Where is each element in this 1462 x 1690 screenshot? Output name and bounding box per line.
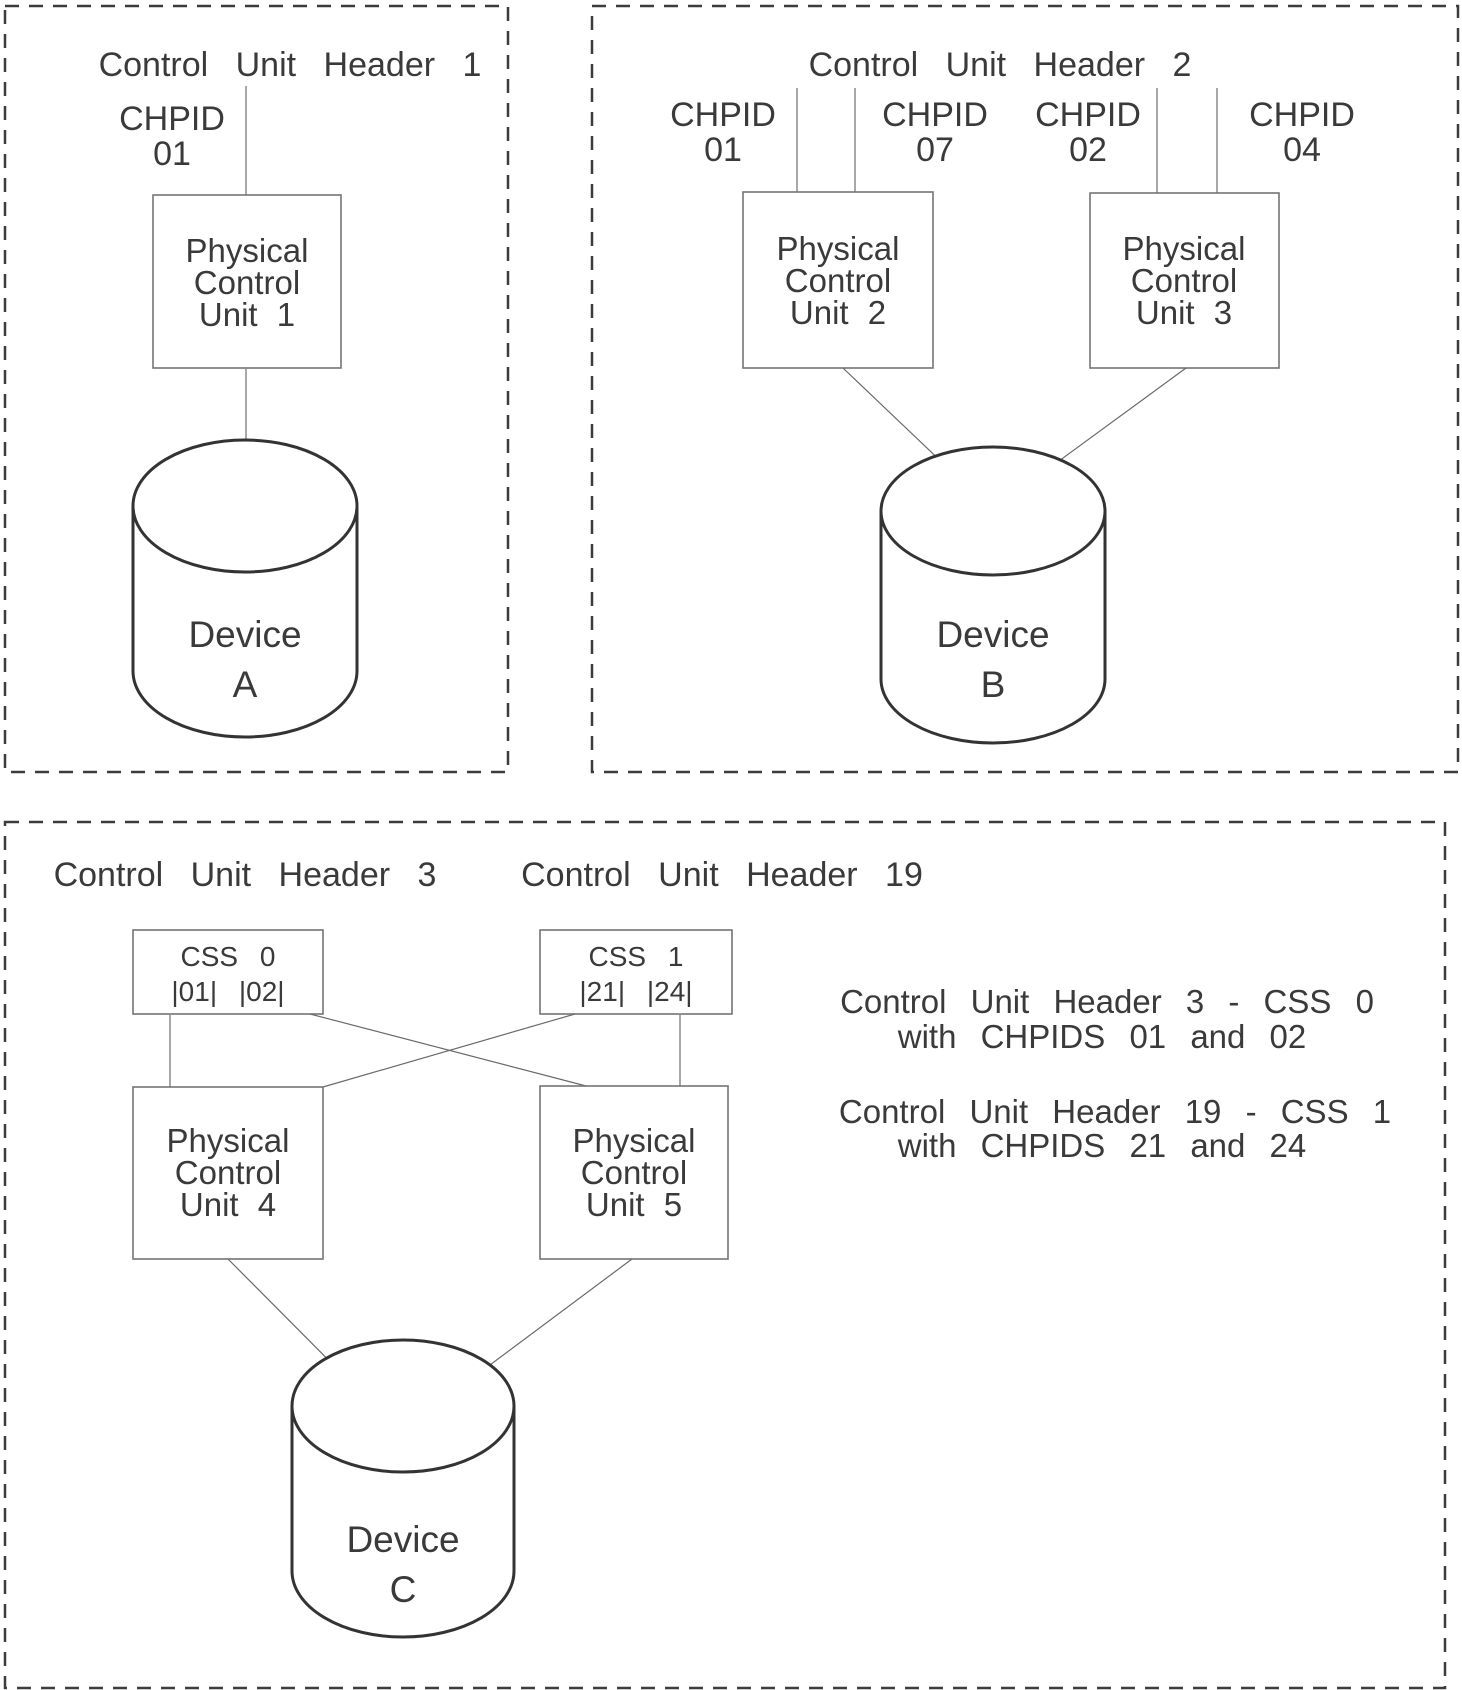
pcu2-text-line2: Control (785, 262, 891, 299)
pcu4-text-line1: Physical (167, 1122, 290, 1159)
pcu3-text-line1: Physical (1123, 230, 1246, 267)
note-css0-line1: Control Unit Header 3 - CSS 0 (840, 983, 1374, 1020)
css1-box (539, 929, 733, 1015)
pcu2-text-line3: Unit 2 (790, 294, 886, 331)
css1-to-pcu4-line (322, 1013, 576, 1088)
device-b-cylinder (879, 445, 1107, 745)
pcu5-box (539, 1085, 729, 1260)
device-a-label-line2: A (233, 664, 258, 705)
pcu4-box (132, 1086, 324, 1260)
panel2-chpid2-value: 07 (916, 131, 954, 169)
css0-chpids: |01| |02| (171, 976, 284, 1007)
device-b-body (879, 511, 1107, 745)
css1-label: CSS 1 (589, 941, 684, 972)
panel2-chpid3-value: 02 (1069, 131, 1107, 169)
device-b-label-line2: B (981, 664, 1006, 705)
device-c-label-line1: Device (346, 1519, 459, 1560)
device-b-label-line1: Device (936, 614, 1049, 655)
css0-box (132, 929, 324, 1015)
pcu3-text-line3: Unit 3 (1136, 294, 1232, 331)
panel2-chpid4-value: 04 (1283, 131, 1321, 169)
pcu3-box (1089, 192, 1280, 369)
device-b-top (879, 445, 1107, 577)
panel3-dashed-border (3, 820, 1447, 1690)
pcu2-box (742, 191, 934, 369)
pcu1-text-line2: Control (194, 264, 300, 301)
panel3-title-header19: Control Unit Header 19 (521, 856, 923, 894)
pcu1-text-line3: Unit 1 (199, 296, 295, 333)
pcu3-text-line2: Control (1131, 262, 1237, 299)
panel1-chpid-label: CHPID (119, 100, 225, 138)
css1-chpids: |21| |24| (579, 976, 692, 1007)
panel2-dashed-border (590, 4, 1460, 774)
panel2-chpid1-value: 01 (704, 131, 742, 169)
device-c-top (290, 1338, 516, 1474)
pcu1-text-line1: Physical (186, 232, 309, 269)
panel1-dashed-border (3, 4, 510, 774)
pcu5-text-line3: Unit 5 (586, 1186, 682, 1223)
device-c-label-line2: C (390, 1569, 417, 1610)
css0-label: CSS 0 (181, 941, 276, 972)
panel1-title: Control Unit Header 1 (99, 46, 482, 84)
panel2-chpid3-label: CHPID (1035, 96, 1141, 134)
panel3-title-header3: Control Unit Header 3 (54, 856, 437, 894)
pcu4-text-line2: Control (175, 1154, 281, 1191)
device-a-cylinder (131, 438, 359, 739)
pcu5-text-line1: Physical (573, 1122, 696, 1159)
panel2-chpid4-label: CHPID (1249, 96, 1355, 134)
pcu2-text-line1: Physical (777, 230, 900, 267)
pcu1-box (152, 194, 342, 369)
note-css0-line2: with CHPIDS 01 and 02 (897, 1018, 1307, 1055)
panel1-chpid-value: 01 (153, 135, 191, 173)
note-css1-line2: with CHPIDS 21 and 24 (897, 1127, 1307, 1164)
panel2-title: Control Unit Header 2 (809, 46, 1192, 84)
device-a-top (131, 438, 359, 574)
panel2-chpid2-label: CHPID (882, 96, 988, 134)
note-css1-line1: Control Unit Header 19 - CSS 1 (839, 1093, 1391, 1130)
pcu4-text-line3: Unit 4 (180, 1186, 276, 1223)
pcu5-text-line2: Control (581, 1154, 687, 1191)
panel2-chpid1-label: CHPID (670, 96, 776, 134)
device-a-label-line1: Device (188, 614, 301, 655)
device-c-cylinder (290, 1338, 516, 1639)
